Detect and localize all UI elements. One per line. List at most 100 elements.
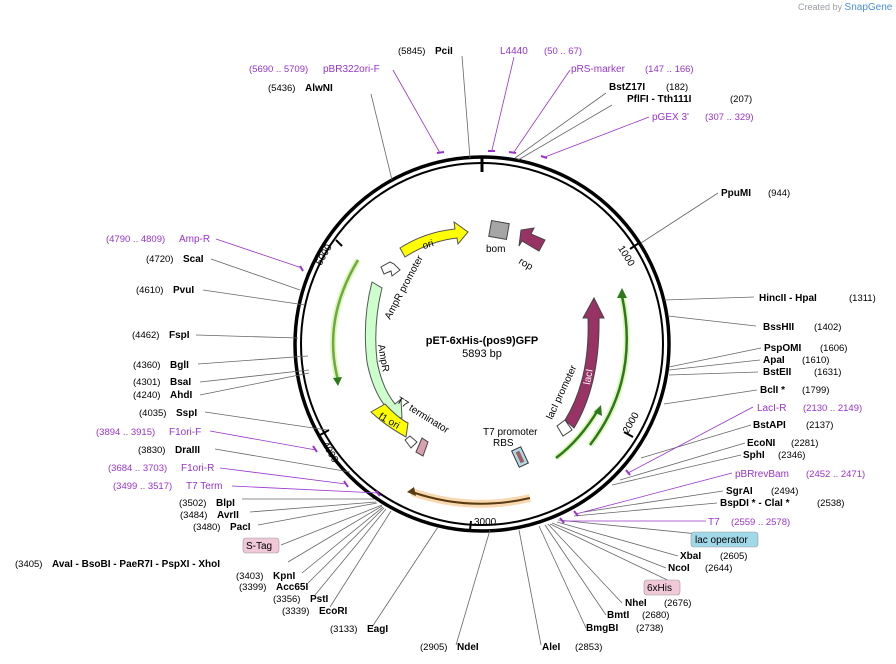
site-nhei[interactable]: NheI(2676) — [625, 598, 691, 609]
primer-t7-term[interactable]: (3499 .. 3517) T7 Term — [113, 481, 223, 492]
site-pvui[interactable]: (4610)PvuI — [136, 285, 194, 296]
site-scai[interactable]: (4720)ScaI — [146, 254, 204, 265]
primer-f1ori-r[interactable]: (3684 .. 3703)F1ori-R — [108, 463, 214, 474]
site-alwni[interactable]: (5436)AlwNI — [268, 83, 333, 94]
site-bsai[interactable]: (4301)BsaI — [133, 377, 191, 388]
feature-rop[interactable]: rop — [517, 227, 546, 273]
site-pflfi-tth111i[interactable]: PflFI - Tth111I(207) — [627, 94, 752, 105]
svg-text:(1311): (1311) — [849, 293, 876, 304]
site-sspi[interactable]: (4035)SspI — [139, 408, 197, 419]
svg-text:(1606): (1606) — [820, 343, 847, 354]
svg-text:T7 Term: T7 Term — [186, 481, 223, 492]
site-avrii[interactable]: (3484)AvrII — [180, 510, 239, 521]
tick-label-2000: 2000 — [621, 410, 642, 435]
svg-text:(4610): (4610) — [136, 285, 163, 296]
feature-rbs[interactable]: RBS — [493, 438, 529, 468]
site-hincii-hpai[interactable]: HincII - HpaI(1311) — [759, 293, 876, 304]
primer-amp-r[interactable]: (4790 .. 4809)Amp-R — [106, 234, 210, 245]
boxed-label-lac-operator[interactable]: lac operator — [690, 531, 759, 548]
arc-left-green — [331, 259, 360, 381]
svg-text:(2281): (2281) — [791, 438, 818, 449]
feature-label-t7-promoter: T7 promoter — [483, 427, 538, 438]
svg-text:(2452 .. 2471): (2452 .. 2471) — [806, 469, 865, 480]
feature-label-ampr: AmpR — [375, 344, 391, 373]
svg-text:DraIII: DraIII — [175, 445, 200, 456]
feature-laci[interactable]: lacI — [564, 296, 605, 429]
site-ecori[interactable]: (3339)EcoRI — [282, 606, 348, 617]
svg-text:KpnI: KpnI — [273, 571, 295, 582]
svg-text:BmgBI: BmgBI — [586, 623, 618, 634]
site-bspdi-clai[interactable]: BspDI * - ClaI *(2538) — [720, 498, 844, 509]
site-ppumi[interactable]: PpuMI(944) — [721, 188, 790, 199]
primer-laci-r[interactable]: LacI-R(2130 .. 2149) — [757, 403, 862, 414]
site-sphi[interactable]: SphI(2346) — [743, 450, 805, 461]
tick-mark-1000 — [629, 242, 640, 250]
site-draiii[interactable]: (3830)DraIII — [138, 445, 200, 456]
site-bmti[interactable]: BmtI(2680) — [607, 610, 669, 621]
primer-f1ori-f[interactable]: (3894 .. 3915)F1ori-F — [96, 427, 201, 438]
site-ndei[interactable]: (2905)NdeI — [420, 642, 479, 653]
svg-text:AleI: AleI — [542, 642, 561, 653]
svg-text:(944): (944) — [768, 188, 790, 199]
site-apai[interactable]: ApaI(1610) — [763, 355, 829, 366]
site-xbai[interactable]: XbaI(2605) — [680, 551, 747, 562]
primer-pbrrevbam[interactable]: pBRrevBam(2452 .. 2471) — [735, 469, 865, 480]
site-bcli[interactable]: BclI *(1799) — [760, 385, 829, 396]
svg-text:(2853): (2853) — [575, 642, 602, 653]
arc-left-glow — [330, 258, 361, 381]
site-bmgbi[interactable]: BmgBI(2738) — [586, 623, 663, 634]
svg-text:(4240): (4240) — [133, 390, 160, 401]
site-econi[interactable]: EcoNI (2281) — [747, 438, 818, 449]
feature-bom[interactable]: bom — [486, 219, 510, 255]
svg-text:(207): (207) — [730, 94, 752, 105]
svg-text:(3499 .. 3517): (3499 .. 3517) — [113, 481, 172, 492]
feature-ampr-promoter[interactable]: AmpR promoter — [380, 253, 426, 321]
svg-text:pRS-marker: pRS-marker — [571, 64, 626, 75]
svg-text:Acc65I: Acc65I — [276, 582, 308, 593]
feature-ori[interactable]: ori — [399, 220, 469, 258]
site-pspomi[interactable]: PspOMI(1606) — [764, 343, 847, 354]
svg-text:BmtI: BmtI — [607, 610, 629, 621]
site-acc65i[interactable]: (3399) Acc65I — [239, 582, 308, 593]
primer-pbr322ori-f[interactable]: (5690 .. 5709)pBR322ori-F — [249, 64, 380, 75]
site-bstapi[interactable]: BstAPI(2137) — [753, 420, 833, 431]
site-avai-xhoi[interactable]: (3405)AvaI - BsoBI - PaeR7I - PspXI - Xh… — [15, 559, 220, 570]
svg-text:NdeI: NdeI — [457, 642, 479, 653]
svg-text:(5845): (5845) — [398, 46, 425, 57]
site-psti[interactable]: (3356)PstI — [273, 594, 329, 605]
feature-gfp-band[interactable] — [407, 487, 531, 508]
site-fspi[interactable]: (4462)FspI — [132, 330, 190, 341]
site-bsshii[interactable]: BssHII(1402) — [763, 322, 841, 333]
site-bsteii[interactable]: BstEII(1631) — [763, 367, 841, 378]
site-blpi[interactable]: (3502)BlpI — [179, 498, 235, 509]
primer-t7[interactable]: T7(2559 .. 2578) — [708, 517, 790, 528]
site-eagi[interactable]: (3133)EagI — [330, 624, 388, 635]
site-sgrai[interactable]: SgrAI(2494) — [726, 486, 798, 497]
svg-text:(3399): (3399) — [239, 582, 266, 593]
site-bstz17i[interactable]: BstZ17I(182) — [609, 82, 688, 93]
svg-text:(1402): (1402) — [814, 322, 841, 333]
svg-text:(1799): (1799) — [802, 385, 829, 396]
site-ahdi[interactable]: (4240) AhdI — [133, 390, 192, 401]
svg-text:(2137): (2137) — [806, 420, 833, 431]
svg-text:(2494): (2494) — [771, 486, 798, 497]
primer-l4440[interactable]: L4440(50 .. 67) — [500, 46, 582, 57]
feature-ampr[interactable]: AmpR — [364, 281, 403, 419]
svg-text:(50 .. 67): (50 .. 67) — [544, 46, 582, 57]
boxed-label-6xhis[interactable]: 6xHis — [643, 579, 681, 596]
site-bgli[interactable]: (4360)BglI — [133, 360, 189, 371]
boxed-label-s-tag[interactable]: S-Tag — [242, 537, 280, 554]
svg-text:lac operator: lac operator — [695, 535, 748, 546]
site-alei[interactable]: AleI (2853) — [542, 642, 602, 653]
site-kpni[interactable]: (3403)KpnI — [236, 571, 295, 582]
svg-text:(3684 .. 3703): (3684 .. 3703) — [108, 463, 167, 474]
svg-text:(1610): (1610) — [802, 355, 829, 366]
svg-text:(3484): (3484) — [180, 510, 207, 521]
svg-text:EcoNI: EcoNI — [747, 438, 776, 449]
site-ncoi[interactable]: NcoI(2644) — [668, 563, 732, 574]
site-pcii[interactable]: (5845)PciI — [398, 46, 453, 57]
site-paci[interactable]: (3480)PacI — [193, 522, 251, 533]
primer-prs-marker[interactable]: pRS-marker(147 .. 166) — [571, 64, 694, 75]
primer-pgex3[interactable]: pGEX 3'(307 .. 329) — [652, 112, 754, 123]
svg-text:AhdI: AhdI — [170, 390, 192, 401]
